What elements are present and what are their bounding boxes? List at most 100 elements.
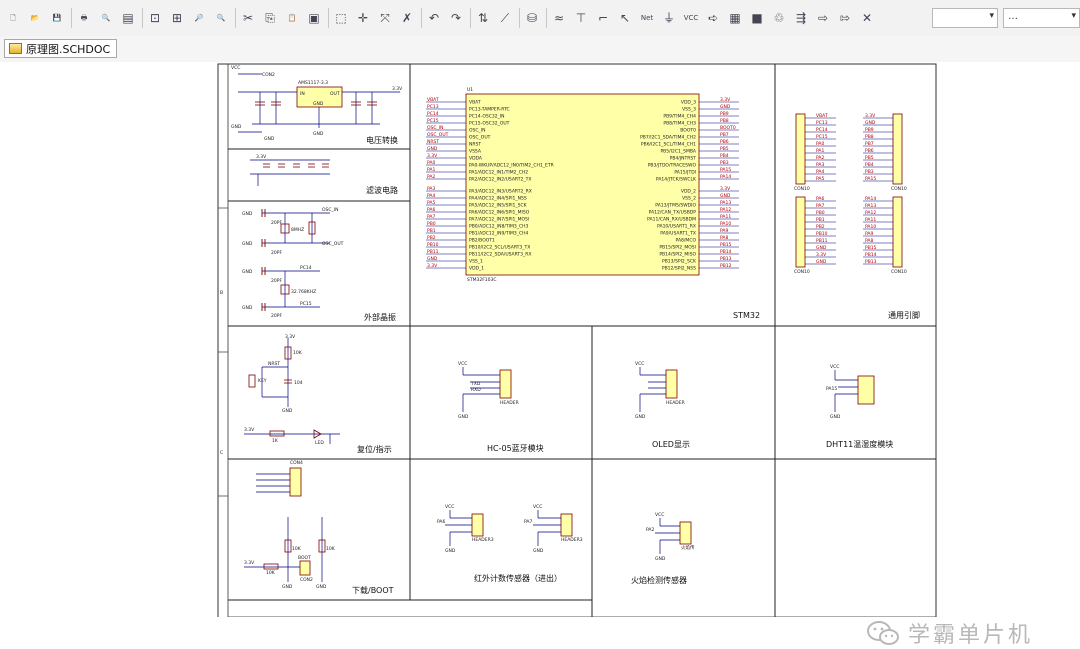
vcc-power-icon[interactable]: VCC [683,14,699,22]
crystal-32k [280,284,290,295]
pin-header-net: PB1 [816,217,825,223]
regulator-in-label: IN [300,91,305,97]
dht-section: VCC PA15 GND DHT11温湿度模块 [826,364,893,449]
pin-header-net: GND [816,259,827,265]
mcu-net-label: PA12 [720,207,731,213]
mcu-pin-label: PC13-TAMPER-RTC [469,107,510,113]
mcu-net-label: NRST [427,139,439,145]
port-icon[interactable]: ⇶ [795,11,807,25]
mcu-net-label: PA9 [720,228,729,234]
section-title-reset: 复位/指示 [357,444,392,454]
mcu-pin-label: PA13/JTMS/SWDIO [655,203,696,209]
deselect-icon[interactable]: ✗ [401,11,413,25]
font-size-combo[interactable]: ▾ [932,8,998,28]
zoom-fit-icon[interactable]: ⊡ [149,11,161,25]
mcu-pin-label: VDD_2 [681,189,696,195]
mcu-net-label: PB0 [427,221,436,227]
mcu-pin-label: PA11/CAN_RX/USBDM [647,217,696,223]
sheet-symbol-icon[interactable]: ▦ [729,11,741,25]
probe-icon[interactable]: ⟋ [500,11,510,25]
schematic-canvas[interactable]: B C AMS1117-3.3 IN OUT GND [0,62,1080,648]
boot-3v3: 3.3V [244,560,255,566]
zoom-icon[interactable]: 🔎 [194,14,204,22]
reset-resistor [284,346,292,360]
section-title-oled: OLED显示 [652,440,690,449]
mcu-pin-label: PA12/CAN_TX/USBDP [649,210,697,216]
power-con-label: CON2 [262,72,275,78]
part-icon[interactable]: ➪ [707,11,719,25]
section-title-bt: HC-05蓝牙模块 [487,443,544,453]
mcu-pin-label: PA14/JTCK/SWCLK [656,177,697,183]
new-doc-icon[interactable]: 🗋 [10,14,16,22]
move-icon[interactable]: ✛ [357,11,369,25]
zoom-area-icon[interactable]: ⊞ [171,11,183,25]
rubber-stamp-icon[interactable]: ▣ [308,11,320,25]
toolbar-separator [519,8,520,28]
section-grid [228,64,936,617]
mcu-net-label: PB4 [720,153,729,159]
crystal-gnd3: GND [242,269,253,275]
mcu-pin-label: OSC_IN [469,128,485,134]
mcu-net-label: PB10 [427,242,439,248]
open-folder-icon[interactable]: 📂 [30,14,40,22]
mcu-net-label: PB9 [720,111,729,117]
harness-icon[interactable]: ⇨ [817,11,829,25]
sheet-entry-icon[interactable]: ■ [751,11,763,25]
save-icon[interactable]: 💾 [52,14,62,22]
undo-icon[interactable]: ↶ [428,11,440,25]
mcu-net-label: PA1 [427,167,436,173]
watermark: 学霸单片机 [866,617,1033,649]
pin-header-net: PB11 [816,238,828,244]
reset-nrst: NRST [268,361,280,367]
swd-header [289,467,302,497]
cut-icon[interactable]: ✂ [242,11,254,25]
gnd-power-icon[interactable]: ⏚ [662,11,675,25]
mcu-pin-label: VDD_3 [681,100,696,106]
no-erc-icon[interactable]: ✕ [861,11,873,25]
signal-harness-icon[interactable]: ↖ [619,11,631,25]
print-icon[interactable]: 🖶 [80,14,88,22]
mcu-pin-label: PA1/ADC12_IN1/TIM2_CH2 [469,170,528,176]
wire-icon[interactable]: ⌐ [597,11,609,25]
select-rect-icon[interactable]: ⬚ [335,11,347,25]
redo-icon[interactable]: ↷ [450,11,462,25]
pin-header-net: GND [865,120,876,126]
oled-section: VCC GND HEADER OLED显示 [635,361,690,449]
ir-gnd-b: GND [533,548,544,554]
pin-header-net: PA13 [865,203,876,209]
ir-section: VCC PA6 GND HEADER3 VCC PA7 GND HEADER3 … [437,504,583,583]
pin-header-net: PA7 [816,203,825,209]
copy-icon[interactable]: ⎘ [265,11,275,25]
net-label-icon[interactable]: Net [640,14,654,22]
pin-header-net: VBAT [816,113,828,119]
bt-header-label: HEADER [500,400,519,406]
boot-r10k-a: 10K [292,546,302,552]
document-tab-bar: 原理图.SCHDOC [0,36,1080,63]
pin-header-net: PB14 [865,252,877,258]
zoom-select-icon[interactable]: 🔍 [216,14,226,22]
page-icon[interactable]: ▤ [122,11,134,25]
mcu-pin-label: VSSA [469,149,482,155]
boot-resistor-a [284,539,292,553]
compile-icon[interactable]: ⛁ [526,11,538,25]
tab-schematic-document[interactable]: 原理图.SCHDOC [4,39,118,58]
pin-header-net: PA12 [865,210,876,216]
dht11-header [857,375,875,405]
pin-header-net: PB13 [865,259,877,265]
mcu-net-label: 3.3V [720,186,731,192]
swd-label: CON4 [290,460,303,466]
pin-header-net: PA3 [816,162,825,168]
print-preview-icon[interactable]: 🔍 [101,14,111,22]
paste-icon[interactable]: 📋 [287,14,297,22]
directive-icon[interactable]: ⇰ [839,11,851,25]
pin-header-net: PA0 [816,141,825,147]
select-cross-icon[interactable]: ⤧ [380,11,390,25]
pin-header-net: PA6 [816,196,825,202]
hierarchy-icon[interactable]: ⇅ [477,11,489,25]
zoom-combo[interactable]: …▾ [1003,8,1080,28]
bus-icon[interactable]: ≈ [553,11,565,25]
device-sheet-icon[interactable]: ♲ [773,11,785,25]
mcu-net-label: PB12 [720,263,732,269]
ir-vcc-a: VCC [445,504,454,510]
bus-entry-icon[interactable]: ⊤ [575,11,587,25]
